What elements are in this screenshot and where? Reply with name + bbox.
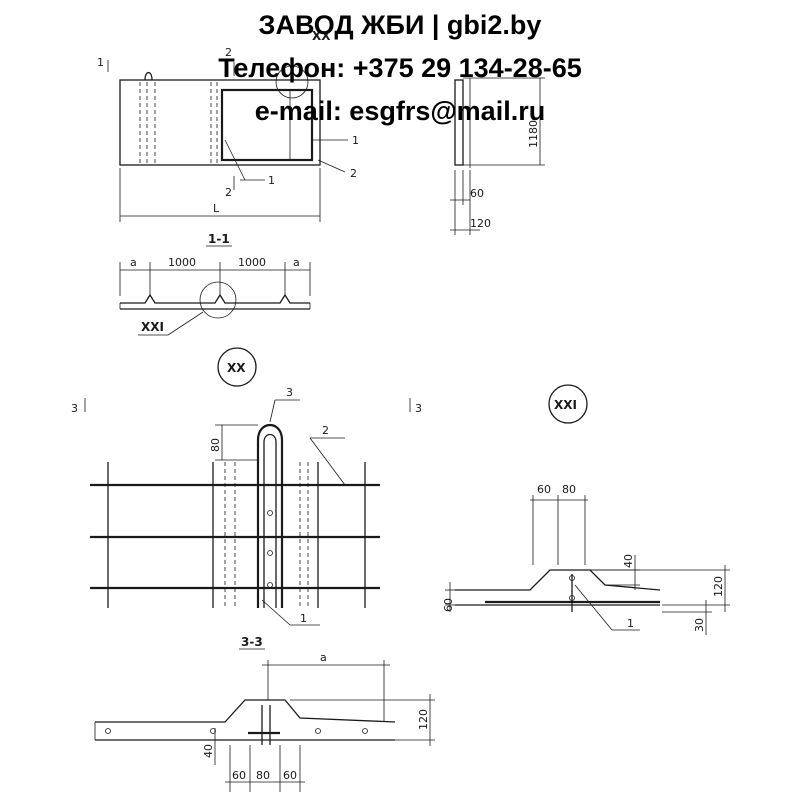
bubble-xx — [217, 347, 257, 387]
sec33-dim-a: a — [320, 651, 327, 664]
leader-label-1b: 1 — [352, 134, 359, 147]
xx-section-mark-left: 3 — [71, 402, 78, 415]
bubble-xx-label: XX — [227, 361, 246, 375]
sec33-dim-40: 40 — [202, 744, 215, 758]
side-panel — [454, 79, 464, 166]
sec33-dim-60-left: 60 — [232, 769, 246, 782]
sec11-dim-a-right: a — [293, 256, 300, 269]
xx-label-1: 1 — [300, 612, 307, 625]
plan-view: XX 1 2 2 1 1 2 L — [97, 29, 359, 222]
section-mark-1: 1 — [97, 56, 104, 69]
sec11-dim-1000-right: 1000 — [238, 256, 266, 269]
side-view: 1180 60 120 — [450, 77, 545, 235]
xx-section-mark-right: 3 — [415, 402, 422, 415]
bubble-xxi — [548, 384, 588, 424]
xxi-dim-80: 80 — [562, 483, 576, 496]
embedded-frame — [220, 88, 314, 162]
xx-label-2: 2 — [322, 424, 329, 437]
watermark-phone: Телефон: +375 29 134-28-65 — [218, 53, 582, 83]
detail-xxi: XXI 60 80 40 120 30 60 1 — [442, 384, 730, 635]
xxi-dim-30: 30 — [693, 618, 706, 632]
xx-dim-80: 80 — [209, 438, 222, 452]
xxi-dim-120: 120 — [712, 576, 725, 597]
sec33-dim-60-right: 60 — [283, 769, 297, 782]
xxi-dim-60: 60 — [537, 483, 551, 496]
xxi-dim-40: 40 — [622, 554, 635, 568]
xxi-profile — [455, 569, 661, 591]
bubble-xxi-label: XXI — [554, 398, 577, 412]
xxi-dim-60-left: 60 — [442, 598, 455, 612]
leader-label-2: 2 — [350, 167, 357, 180]
length-label: L — [213, 202, 220, 215]
detail-xx-ref: XX — [312, 29, 331, 43]
section-mark-2-bottom: 2 — [225, 186, 232, 199]
side-dim-120: 120 — [470, 217, 491, 230]
sec33-profile — [95, 699, 396, 723]
lifting-loop — [144, 71, 153, 81]
watermark-email: e-mail: esgfrs@mail.ru — [254, 96, 546, 126]
sec11-detail-label: XXI — [141, 320, 164, 334]
xx-label-3: 3 — [286, 386, 293, 399]
panel-outline — [119, 79, 321, 166]
sec11-profile — [120, 293, 310, 304]
detail-xx: XX 3 3 80 3 2 1 — [71, 347, 422, 626]
sec11-dim-a-left: a — [130, 256, 137, 269]
detail-circle-xxi — [199, 281, 237, 319]
sec33-dim-80: 80 — [256, 769, 270, 782]
section-mark-2-top: 2 — [225, 46, 232, 59]
sec33-dim-120: 120 — [417, 709, 430, 730]
leader-label-1a: 1 — [268, 174, 275, 187]
loop-bar-3 — [256, 423, 284, 608]
side-height-dim: 1180 — [527, 120, 540, 148]
section-3-3: 3-3 a 120 40 60 80 60 — [94, 635, 435, 792]
xxi-label-1: 1 — [627, 617, 634, 630]
watermark-title: ЗАВОД ЖБИ | gbi2.by — [258, 10, 542, 40]
section-3-3-title: 3-3 — [241, 635, 263, 649]
side-dim-60: 60 — [470, 187, 484, 200]
sec11-dim-1000-left: 1000 — [168, 256, 196, 269]
detail-circle-xx — [275, 65, 309, 99]
section-1-1: 1-1 a 1000 1000 a XXI — [119, 232, 311, 336]
section-1-1-title: 1-1 — [208, 232, 230, 246]
